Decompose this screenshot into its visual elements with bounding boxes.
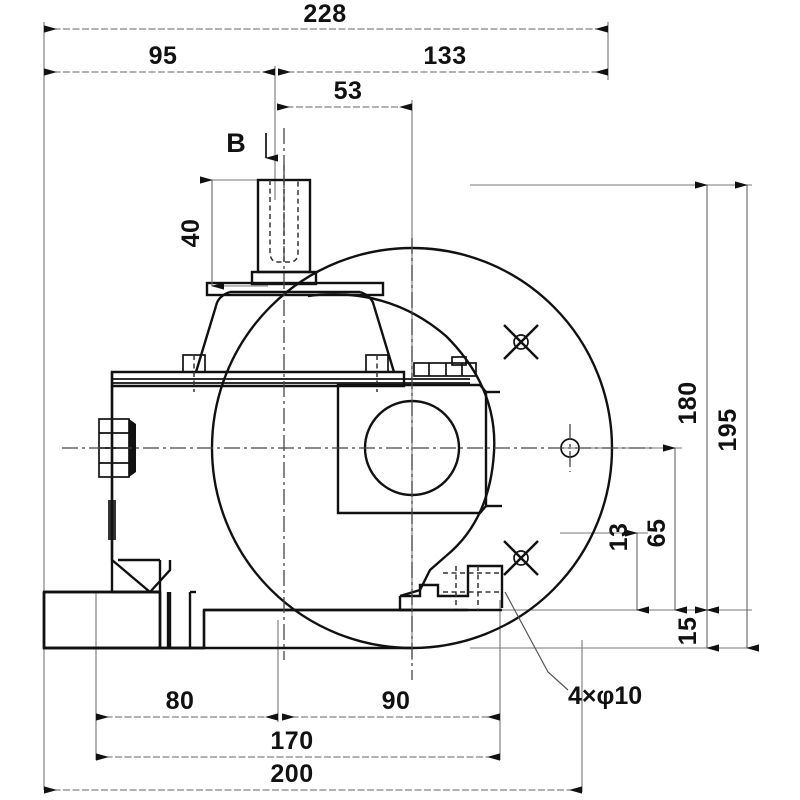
dimension-40: 40 (177, 176, 224, 290)
dimension-90: 90 (282, 687, 500, 721)
dimension-15: 15 (674, 606, 719, 652)
gearbox-base-foot (42, 560, 412, 650)
dimension-value-133: 133 (423, 42, 466, 70)
dimension-value-228: 228 (303, 0, 346, 28)
flange-bolt-mark-lower (503, 540, 539, 576)
dimension-value-80: 80 (166, 687, 195, 715)
dimension-value-40: 40 (177, 219, 205, 248)
flange-inner-casting (307, 293, 502, 598)
dimension-80: 80 (96, 687, 278, 721)
hole-callout-4x-phi10: 4×φ10 (504, 591, 642, 710)
dimension-95: 95 (44, 42, 275, 76)
dimension-200: 200 (44, 760, 582, 794)
dimension-value-95: 95 (149, 42, 178, 70)
section-mark-b: B (226, 128, 285, 178)
dimension-195: 195 (714, 181, 759, 652)
dimension-13: 13 (605, 523, 649, 614)
dimension-65: 65 (643, 444, 687, 614)
flange-mounting-foot (398, 564, 504, 612)
dimension-133: 133 (278, 42, 608, 76)
dome-bolt-heads (182, 354, 389, 392)
body-left-wall (110, 386, 162, 594)
dimension-228: 228 (44, 0, 608, 33)
dimension-value-90: 90 (382, 687, 411, 715)
dimension-170: 170 (96, 727, 500, 761)
dimension-value-170: 170 (270, 727, 313, 755)
dimension-value-15: 15 (674, 617, 702, 646)
dimension-value-200: 200 (270, 760, 313, 788)
dimension-value-65: 65 (643, 519, 671, 548)
gearbox-body (110, 370, 470, 594)
left-hex-plug (98, 418, 136, 540)
center-lines (62, 165, 652, 680)
dimension-value-13: 13 (605, 523, 633, 552)
section-label-b: B (226, 128, 246, 158)
hole-callout-text: 4×φ10 (568, 682, 642, 710)
base-silhouette (42, 590, 468, 650)
dimension-value-180: 180 (674, 381, 702, 424)
dimension-value-195: 195 (714, 408, 742, 451)
dimension-180: 180 (674, 181, 719, 614)
flange-bolt-mark-upper (503, 324, 539, 360)
dimension-53: 53 (277, 77, 412, 111)
dimension-value-53: 53 (334, 77, 363, 105)
extension-lines (43, 22, 752, 792)
hub-cover-bolts (413, 356, 477, 377)
